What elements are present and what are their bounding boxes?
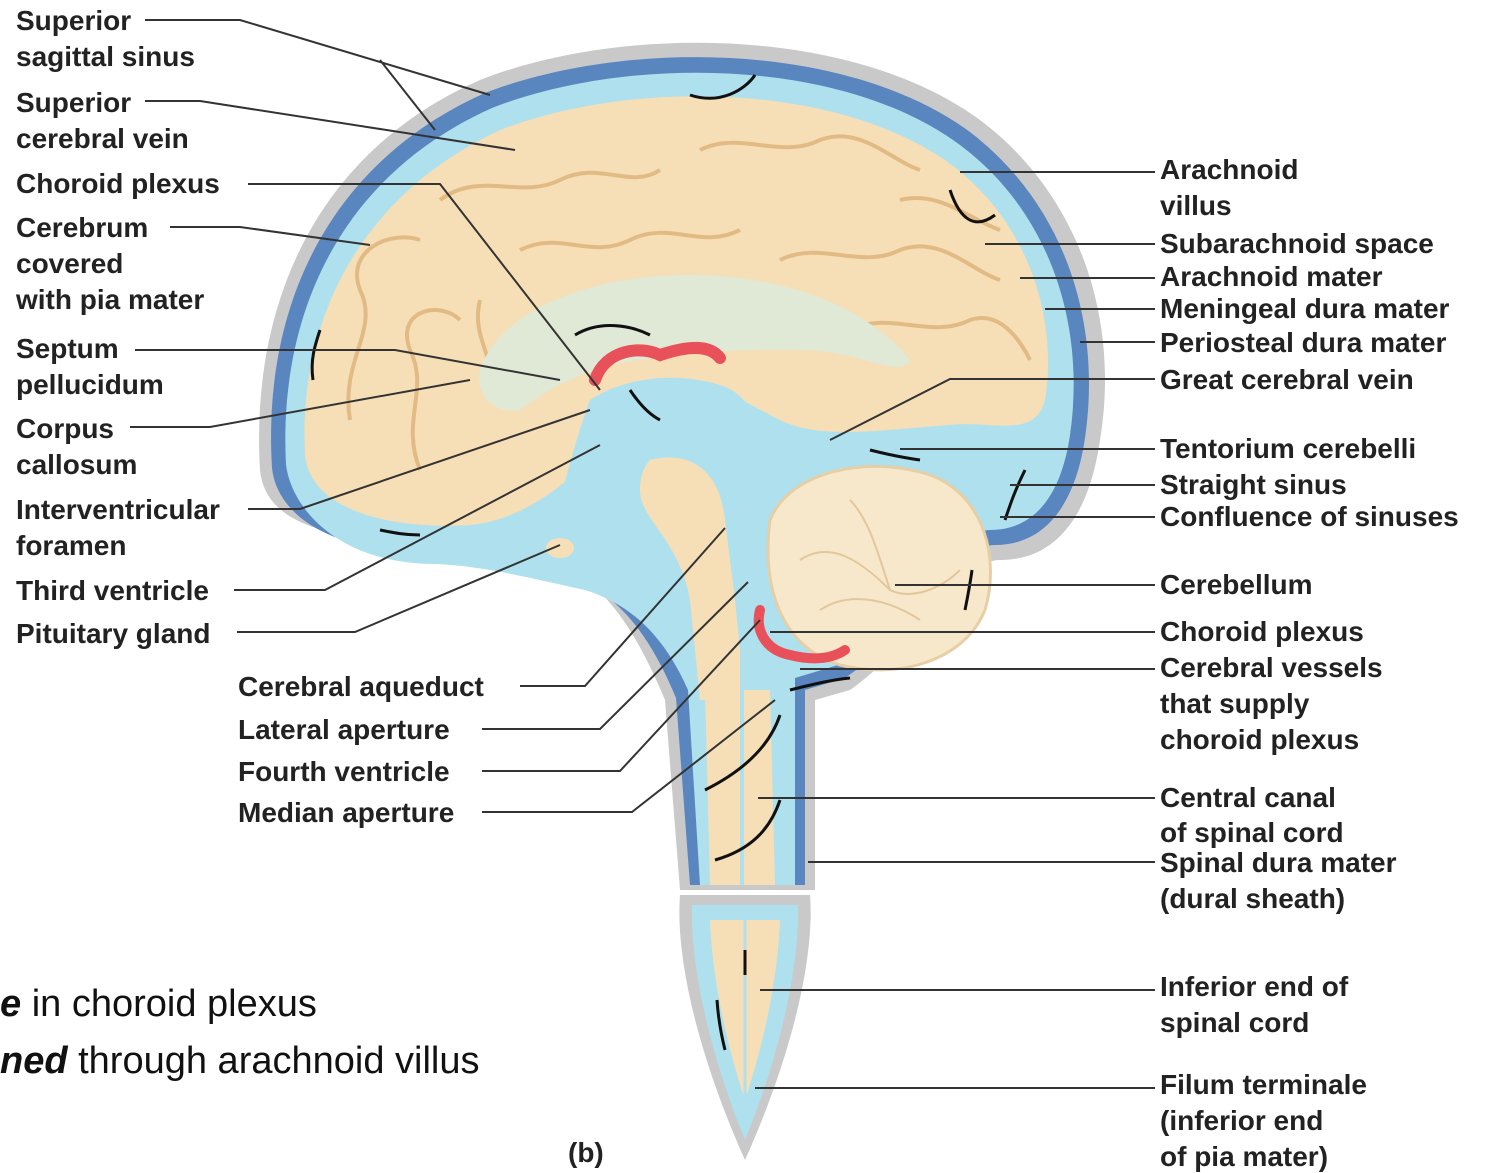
caption: e in choroid plexus ned through arachnoi… [0,983,479,1082]
label-great-cerebral-vein: Great cerebral vein [1160,364,1414,395]
label-choroid-plexus-left: Choroid plexus [16,168,220,199]
label-spinal-dura-mater: Spinal dura mater (dural sheath) [1160,847,1404,914]
label-central-canal: Central canal of spinal cord [1160,782,1344,848]
brain-illustration [259,43,1105,1160]
caption-line-2: ned through arachnoid villus [0,1040,479,1082]
label-meningeal-dura-mater: Meningeal dura mater [1160,293,1450,324]
label-inferior-end: Inferior end of spinal cord [1160,971,1356,1038]
label-pituitary-gland: Pituitary gland [16,618,210,649]
label-septum-pellucidum: Septum pellucidum [16,333,164,400]
caption-line-1: e in choroid plexus [0,983,317,1025]
figure-label: (b) [568,1137,604,1168]
label-arachnoid-villus: Arachnoid villus [1160,154,1306,221]
labels-right: Arachnoid villus Subarachnoid space Arac… [1160,154,1459,1172]
label-cerebral-vessels: Cerebral vessels that supply choroid ple… [1160,652,1390,755]
label-cerebellum: Cerebellum [1160,569,1313,600]
label-median-aperture: Median aperture [238,797,454,828]
label-lateral-aperture: Lateral aperture [238,714,450,745]
label-periosteal-dura-mater: Periosteal dura mater [1160,327,1446,358]
label-arachnoid-mater: Arachnoid mater [1160,261,1383,292]
label-fourth-ventricle: Fourth ventricle [238,756,450,787]
label-choroid-plexus-right: Choroid plexus [1160,616,1364,647]
label-superior-cerebral-vein: Superior cerebral vein [16,87,189,154]
label-straight-sinus: Straight sinus [1160,469,1347,500]
label-subarachnoid-space: Subarachnoid space [1160,228,1434,259]
label-tentorium-cerebelli: Tentorium cerebelli [1160,433,1416,464]
label-filum-terminale: Filum terminale (inferior end of pia mat… [1160,1069,1375,1172]
label-superior-sagittal-sinus: Superior sagittal sinus [16,5,195,72]
cerebellum-shape [768,466,990,669]
label-cerebral-aqueduct: Cerebral aqueduct [238,671,484,702]
label-interventricular-foramen: Interventricular foramen [16,494,228,561]
label-confluence-of-sinuses: Confluence of sinuses [1160,501,1459,532]
label-third-ventricle: Third ventricle [16,575,209,606]
label-corpus-callosum: Corpus callosum [16,413,137,480]
pituitary-shape [546,538,574,558]
